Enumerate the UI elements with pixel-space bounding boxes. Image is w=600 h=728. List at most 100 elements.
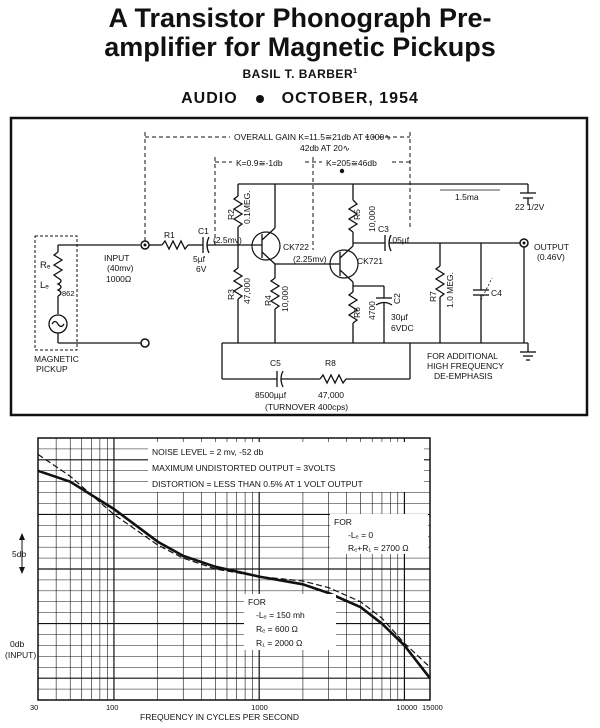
c4-label: C4 <box>491 288 502 298</box>
schematic-diagram: OVERALL GAIN K=11.5≅21db AT 1000∿ 42db A… <box>9 116 589 417</box>
note-max-output: MAXIMUM UNDISTORTED OUTPUT = 3VOLTS <box>152 463 336 473</box>
r2-label: R2 <box>226 209 236 220</box>
stage2-mv-label: (2.25mv) <box>293 254 327 264</box>
c5-label: C5 <box>270 358 281 368</box>
pickup-model-label: 862 <box>62 289 75 298</box>
pickup-circuit <box>48 244 140 343</box>
input-mv-label: (40mv) <box>107 263 134 273</box>
note-b-for: FOR <box>248 597 266 607</box>
pickup-dashed-box <box>34 235 78 351</box>
base-mv-label: (2.5mv) <box>213 235 242 245</box>
note-b-le: -Lₑ = 150 mh <box>256 610 305 620</box>
c3-value-label: .05µf <box>390 235 410 245</box>
output-label: OUTPUT <box>534 242 569 252</box>
chart-notes: NOISE LEVEL = 2 mv, -52 db MAXIMUM UNDIS… <box>148 442 428 650</box>
ground-rail <box>58 342 536 361</box>
journal-name: AUDIO <box>181 90 238 107</box>
note-a-re-r1: Rₑ+R₁ = 2700 Ω <box>348 543 409 553</box>
note-a-for: FOR <box>334 517 352 527</box>
deemphasis-label-3: DE-EMPHASIS <box>434 371 493 381</box>
x-tick-label: 15000 <box>422 703 443 712</box>
schematic-frame <box>9 116 589 417</box>
input-ohms-label: 1000Ω <box>106 274 131 284</box>
5db-arrow-down <box>19 567 25 574</box>
output-network <box>434 243 525 343</box>
c1-value-label: 5µf <box>193 254 206 264</box>
r4-label: R4 <box>263 295 273 306</box>
input-terminal <box>140 240 150 348</box>
c1-label: C1 <box>198 226 209 236</box>
x-tick-label: 10000 <box>396 703 417 712</box>
r2-value-label: 0.1MEG. <box>242 190 252 224</box>
r5-label: R5 <box>352 209 362 220</box>
supply-voltage-label: 22 1/2V <box>515 202 545 212</box>
r1-label: R1 <box>164 230 175 240</box>
note-b-re: Rₑ = 600 Ω <box>256 624 298 634</box>
stage2-circuit <box>339 184 520 343</box>
input-series-circuit <box>149 236 262 254</box>
c2-voltage-label: 6VDC <box>391 323 414 333</box>
stage1-gain-label: K=0.9≅-1db <box>236 158 283 168</box>
chart-line-solid <box>37 469 432 679</box>
output-voltage-label: (0.46V) <box>537 252 565 262</box>
r8-value-label: 47,000 <box>318 390 344 400</box>
chart-y-axis-labels: 5db 0db (INPUT) <box>5 533 36 660</box>
stage1-circuit <box>232 184 340 343</box>
input-terminal-dot <box>143 243 147 247</box>
r6-value-label: 4700 <box>367 301 377 320</box>
pickup-label-1: MAGNETIC <box>34 354 79 364</box>
x-tick-label: 100 <box>106 703 119 712</box>
feedback-loop <box>221 343 411 388</box>
chart-notes-backdrop <box>148 442 424 492</box>
x-tick-label: 1000 <box>251 703 268 712</box>
q2-outline <box>329 249 359 279</box>
r3-label: R3 <box>226 289 236 300</box>
input-label: INPUT <box>104 253 130 263</box>
note-a-backdrop <box>330 514 428 554</box>
c2-label: C2 <box>392 293 402 304</box>
pickup-r-label: Rₑ <box>40 260 51 271</box>
note-distortion: DISTORTION = LESS THAN 0.5% AT 1 VOLT OU… <box>152 479 363 489</box>
author-footnote-mark: 1 <box>353 68 358 75</box>
overall-gain-label: OVERALL GAIN K=11.5≅21db AT 1000∿ <box>234 132 391 142</box>
5db-arrow-up <box>19 533 25 540</box>
turnover-label: (TURNOVER 400cps) <box>265 402 348 412</box>
r8-label: R8 <box>325 358 336 368</box>
r3-value-label: 47,000 <box>242 278 252 304</box>
junction-dot <box>339 168 345 174</box>
c1-voltage-label: 6V <box>196 264 207 274</box>
author-name: BASIL T. BARBER <box>242 67 354 81</box>
overall-gain-dimension <box>144 132 411 250</box>
chart-series <box>37 453 432 679</box>
y-label-0db: 0db <box>10 639 24 649</box>
deemphasis-label-1: FOR ADDITIONAL <box>427 351 498 361</box>
bullet-dot <box>255 94 264 103</box>
stage2-gain-label: K=205≅46db <box>326 158 377 168</box>
y-label-input: (INPUT) <box>5 650 36 660</box>
journal-line: AUDIO OCTOBER, 1954 <box>0 90 600 108</box>
note-b-r1: R₁ = 2000 Ω <box>256 638 302 648</box>
c3-label: C3 <box>378 224 389 234</box>
q1-label: CK722 <box>283 242 309 252</box>
c2-value-label: 30µf <box>391 312 408 322</box>
article-title-line-1: A Transistor Phonograph Pre- <box>108 3 492 33</box>
r6-label: R6 <box>352 307 362 318</box>
x-axis-title: FREQUENCY IN CYCLES PER SECOND <box>140 712 299 722</box>
note-b-backdrop <box>244 594 336 650</box>
q1-outline <box>251 231 281 261</box>
note-noise-level: NOISE LEVEL = 2 mv, -52 db <box>152 447 264 457</box>
r7-label: R7 <box>428 291 438 302</box>
deemphasis-label-2: HIGH FREQUENCY <box>427 361 504 371</box>
note-a-le: -Lₑ = 0 <box>348 530 373 540</box>
supply-rail <box>238 183 536 205</box>
output-terminal-dot <box>522 241 526 245</box>
journal-issue: OCTOBER, 1954 <box>281 90 419 107</box>
overall-gain-20-label: 42db AT 20∿ <box>300 143 350 153</box>
article-title-line-2: amplifier for Magnetic Pickups <box>104 32 496 62</box>
r4-value-label: 10,000 <box>280 286 290 312</box>
pickup-l-label: Lₑ <box>40 280 49 291</box>
supply-current-label: 1.5ma <box>455 192 479 202</box>
y-label-5db: 5db <box>12 549 26 559</box>
